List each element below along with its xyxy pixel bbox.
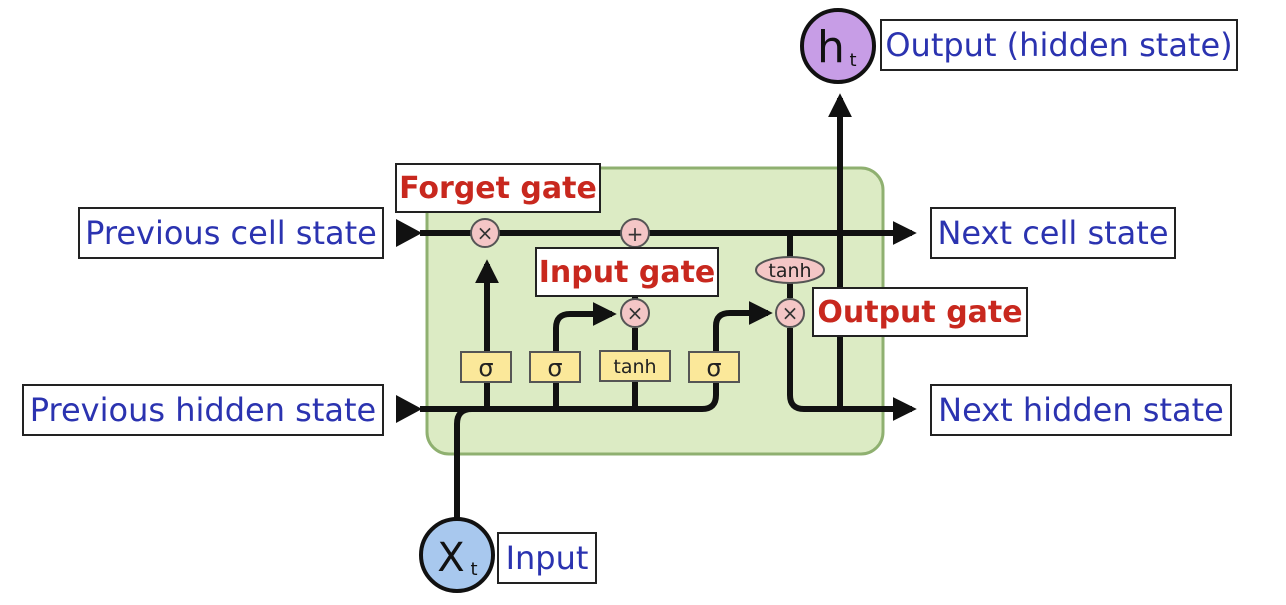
candidate-tanh-box: tanh — [599, 350, 671, 382]
hidden-output-node: h t — [800, 8, 876, 84]
svg-text:Previous cell state: Previous cell state — [85, 214, 377, 252]
cell-tanh-op: tanh — [755, 256, 825, 284]
next-cell-state-label: Next cell state — [930, 207, 1176, 259]
output-sigma-box: σ — [688, 351, 740, 383]
input-label: Input — [497, 532, 597, 584]
output-hidden-state-label: Output (hidden state) — [880, 19, 1238, 71]
input-sigma-box: σ — [529, 351, 581, 383]
output-sigma-line — [713, 301, 773, 380]
forget-multiply-op: × — [470, 218, 500, 248]
input-line — [454, 406, 473, 522]
svg-text:tanh: tanh — [613, 356, 656, 378]
next-hidden-state-label: Next hidden state — [930, 384, 1232, 436]
svg-text:Output (hidden state): Output (hidden state) — [885, 26, 1232, 64]
svg-text:+: + — [627, 222, 644, 246]
input-sigma-line — [553, 302, 617, 409]
svg-text:σ: σ — [547, 354, 562, 382]
svg-text:σ: σ — [478, 354, 493, 382]
svg-text:t: t — [470, 559, 477, 580]
svg-text:×: × — [782, 301, 799, 325]
input-multiply-op: × — [620, 298, 650, 328]
cell-state-entry-arrow — [396, 219, 422, 247]
svg-text:t: t — [849, 50, 856, 71]
hidden-state-entry-arrow — [396, 395, 422, 423]
svg-text:Forget gate: Forget gate — [399, 171, 597, 206]
svg-text:Previous hidden state: Previous hidden state — [30, 391, 376, 429]
forget-sigma-box: σ — [460, 351, 512, 383]
input-gate-label: Input gate — [535, 247, 719, 297]
output-gate-label: Output gate — [812, 287, 1028, 337]
cell-add-op: + — [620, 218, 650, 248]
svg-text:Input gate: Input gate — [539, 255, 716, 290]
output-to-hidden-line — [787, 328, 917, 421]
svg-text:h: h — [817, 22, 845, 73]
svg-text:σ: σ — [706, 354, 721, 382]
hidden-state-line — [420, 380, 719, 412]
svg-text:Next hidden state: Next hidden state — [938, 391, 1224, 429]
svg-text:×: × — [477, 221, 494, 245]
svg-text:tanh: tanh — [768, 260, 811, 282]
previous-hidden-state-label: Previous hidden state — [22, 384, 384, 436]
output-multiply-op: × — [775, 298, 805, 328]
forget-gate-label: Forget gate — [395, 163, 601, 213]
svg-text:×: × — [627, 301, 644, 325]
input-node: X t — [419, 517, 495, 593]
previous-cell-state-label: Previous cell state — [78, 207, 384, 259]
svg-text:Input: Input — [506, 539, 589, 577]
svg-text:X: X — [437, 535, 464, 581]
svg-text:Output gate: Output gate — [817, 295, 1022, 330]
svg-text:Next cell state: Next cell state — [937, 214, 1168, 252]
